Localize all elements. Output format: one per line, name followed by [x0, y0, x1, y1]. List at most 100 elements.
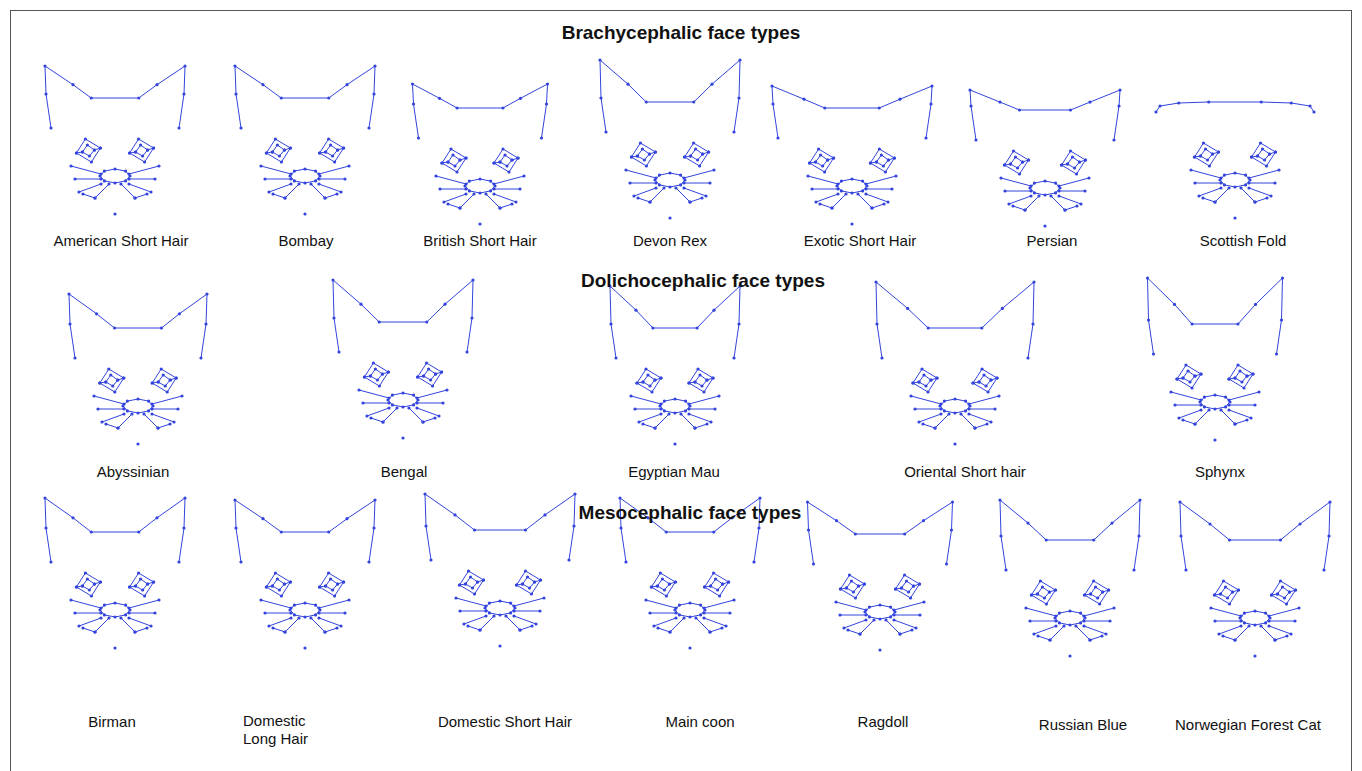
landmark-line: [1278, 587, 1290, 598]
landmark-dot: [1029, 189, 1032, 192]
landmark-dot: [453, 513, 456, 516]
landmark-dot: [314, 613, 317, 616]
landmark-dot: [443, 303, 446, 306]
landmark-line: [417, 403, 443, 404]
landmark-line: [1011, 157, 1023, 168]
landmark-line: [1034, 626, 1056, 634]
landmark-dot: [688, 615, 691, 618]
landmark-dot: [458, 609, 461, 612]
landmark-line: [1076, 626, 1090, 640]
landmark-line: [705, 573, 729, 596]
landmark-dot: [1014, 155, 1017, 158]
landmark-dot: [659, 571, 662, 574]
landmark-dot: [1178, 500, 1181, 503]
landmark-dot: [939, 407, 942, 410]
landmark-dot: [332, 316, 335, 319]
landmark-dot: [128, 151, 131, 154]
landmark-dot: [694, 616, 697, 619]
landmark-dot: [830, 206, 833, 209]
landmark-dot: [727, 580, 730, 583]
landmark-dot: [839, 587, 842, 590]
landmark-dot: [183, 496, 186, 499]
landmark-line: [866, 176, 896, 184]
landmark-line: [832, 194, 846, 208]
landmark-dot: [846, 628, 849, 631]
landmark-line: [1258, 149, 1270, 160]
landmark-dot: [530, 592, 533, 595]
breed-label: Domestic Short Hair: [438, 713, 572, 731]
landmark-dot: [802, 98, 805, 101]
landmark-line: [646, 600, 676, 608]
landmark-dot: [99, 182, 102, 185]
landmark-line: [285, 184, 299, 198]
landmark-line: [333, 280, 473, 352]
landmark-dot: [1254, 303, 1257, 306]
landmark-dot: [122, 402, 125, 405]
landmark-dot: [476, 580, 479, 583]
landmark-dot: [619, 526, 622, 529]
cat-face: [67, 292, 208, 445]
landmark-dot: [145, 626, 148, 629]
landmark-dot: [641, 147, 644, 150]
landmark-dot: [844, 192, 847, 195]
landmark-dot: [893, 156, 896, 159]
landmark-dot: [283, 582, 286, 585]
landmark-line: [1013, 206, 1025, 210]
landmark-line: [1179, 410, 1201, 418]
landmark-dot: [696, 158, 699, 161]
landmark-line: [1272, 581, 1296, 604]
landmark-line: [464, 616, 486, 624]
landmark-dot: [267, 190, 270, 193]
landmark-dot: [924, 136, 927, 139]
landmark-dot: [1202, 141, 1205, 144]
landmark-line: [1059, 178, 1089, 186]
landmark-dot: [1177, 416, 1180, 419]
landmark-line: [979, 375, 991, 386]
landmark-dot: [289, 182, 292, 185]
landmark-dot: [234, 526, 237, 529]
landmark-dot: [1069, 108, 1072, 111]
landmark-dot: [318, 151, 321, 154]
landmark-dot: [1094, 585, 1097, 588]
landmark-dot: [832, 156, 835, 159]
landmark-dot: [455, 170, 458, 173]
landmark-dot: [157, 380, 160, 383]
landmark-dot: [848, 573, 851, 576]
landmark-dot: [113, 601, 116, 604]
landmark-dot: [997, 394, 1000, 397]
landmark-dot: [127, 182, 130, 185]
landmark-dot: [693, 426, 696, 429]
landmark-line: [689, 414, 711, 422]
landmark-dot: [1082, 624, 1085, 627]
landmark-dot: [701, 152, 704, 155]
landmark-line: [894, 620, 916, 628]
landmark-dot: [1003, 163, 1006, 166]
landmark-dot: [967, 407, 970, 410]
landmark-line: [436, 176, 466, 184]
landmark-dot: [267, 624, 270, 627]
landmark-line: [1195, 183, 1221, 184]
landmark-dot: [1207, 408, 1210, 411]
landmark-dot: [688, 200, 691, 203]
landmark-dot: [1049, 194, 1052, 197]
landmark-dot: [771, 102, 774, 105]
landmark-dot: [1253, 623, 1256, 626]
landmark-dot: [894, 587, 897, 590]
landmark-dot: [1285, 634, 1288, 637]
landmark-dot: [818, 202, 821, 205]
landmark-dot: [1190, 322, 1193, 325]
landmark-line: [319, 618, 341, 626]
landmark-line: [886, 620, 900, 634]
landmark-dot: [283, 148, 286, 151]
landmark-dot: [122, 412, 125, 415]
breed-label: Egyptian Mau: [628, 463, 720, 481]
landmark-dot: [501, 106, 504, 109]
landmark-dot: [807, 528, 810, 531]
landmark-line: [1219, 626, 1241, 634]
landmark-dot: [381, 372, 384, 375]
landmark-dot: [271, 192, 274, 195]
landmark-line: [969, 414, 991, 422]
landmark-dot: [679, 412, 682, 415]
landmark-dot: [880, 153, 883, 156]
chin-dot: [1213, 438, 1216, 441]
